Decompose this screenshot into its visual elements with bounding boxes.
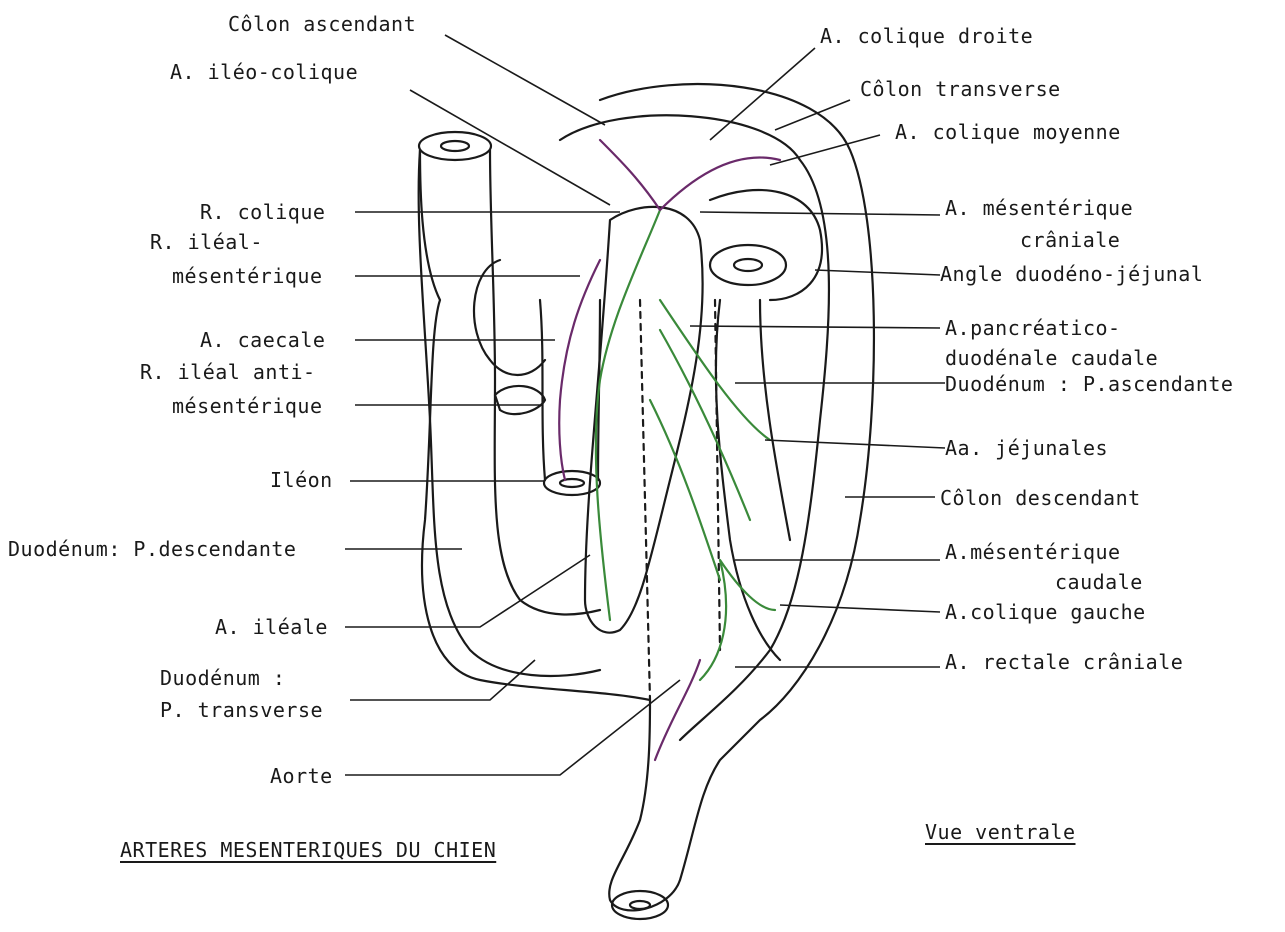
duodenum-cut-top <box>419 132 491 160</box>
label-r-colique: R. colique <box>200 200 325 224</box>
label-aa-jejunales: Aa. jéjunales <box>945 436 1108 460</box>
label-ileon: Iléon <box>270 468 333 492</box>
colon-inner-outline <box>560 115 829 740</box>
leader-colique-moyenne <box>770 135 880 165</box>
leader-ileo-colique <box>410 90 610 205</box>
ileon-tube <box>540 300 545 480</box>
label-ileo-colique: A. iléo-colique <box>170 60 358 84</box>
label-mes-caudale-2: caudale <box>1055 570 1143 594</box>
leader-colique-gauche <box>780 605 940 612</box>
leader-mes-craniale <box>700 212 940 215</box>
jejunal-arteries <box>650 300 770 580</box>
label-colon-ascendant: Côlon ascendant <box>228 12 416 36</box>
label-mes-caudale-1: A.mésentérique <box>945 540 1121 564</box>
colic-branch <box>600 140 780 210</box>
view-label: Vue ventrale <box>925 820 1076 844</box>
rectal-artery <box>655 660 700 760</box>
label-mes-craniale-1: A. mésentérique <box>945 196 1133 220</box>
leader-pancreatico <box>690 326 940 328</box>
leader-duod-transverse <box>350 660 535 700</box>
colon-cut-bottom <box>612 891 668 919</box>
label-mes-craniale-2: crâniale <box>1020 228 1120 252</box>
leader-jejunales <box>765 440 945 448</box>
aorta-line <box>640 300 720 700</box>
label-colique-moyenne: A. colique moyenne <box>895 120 1121 144</box>
label-duodenum-ascendante: Duodénum : P.ascendante <box>945 372 1233 396</box>
label-pancreatico-2: duodénale caudale <box>945 346 1158 370</box>
leader-aorte <box>345 680 680 775</box>
label-a-caecale: A. caecale <box>200 328 325 352</box>
diagram-title: ARTERES MESENTERIQUES DU CHIEN <box>120 838 496 862</box>
label-r-ileal-anti-2: mésentérique <box>172 394 323 418</box>
label-angle-duodeno-jejunal: Angle duodéno-jéjunal <box>940 262 1203 286</box>
leader-colon-transverse <box>775 100 850 130</box>
label-colique-gauche: A.colique gauche <box>945 600 1146 624</box>
label-aorte: Aorte <box>270 764 333 788</box>
leader-ileale <box>345 555 590 627</box>
leader-colon-ascendant <box>445 35 605 125</box>
label-colon-descendant: Côlon descendant <box>940 486 1141 510</box>
label-a-ileale: A. iléale <box>215 615 328 639</box>
label-pancreatico-1: A.pancréatico- <box>945 316 1121 340</box>
label-colique-droite: A. colique droite <box>820 24 1033 48</box>
label-r-ileal-anti-1: R. iléal anti- <box>140 360 316 384</box>
leader-colique-droite <box>710 48 815 140</box>
jejunum-cut <box>710 245 786 285</box>
label-duodenum-transverse-1: Duodénum : <box>160 666 285 690</box>
leader-angle-duod <box>815 270 940 275</box>
label-duodenum-descendante: Duodénum: P.descendante <box>8 537 296 561</box>
label-r-ileal-mes-1: R. iléal- <box>150 230 263 254</box>
ileal-artery <box>559 260 600 480</box>
label-rectale-craniale: A. rectale crâniale <box>945 650 1183 674</box>
label-colon-transverse: Côlon transverse <box>860 77 1061 101</box>
label-r-ileal-mes-2: mésentérique <box>172 264 323 288</box>
label-duodenum-transverse-2: P. transverse <box>160 698 323 722</box>
caecum-outline <box>474 260 545 375</box>
